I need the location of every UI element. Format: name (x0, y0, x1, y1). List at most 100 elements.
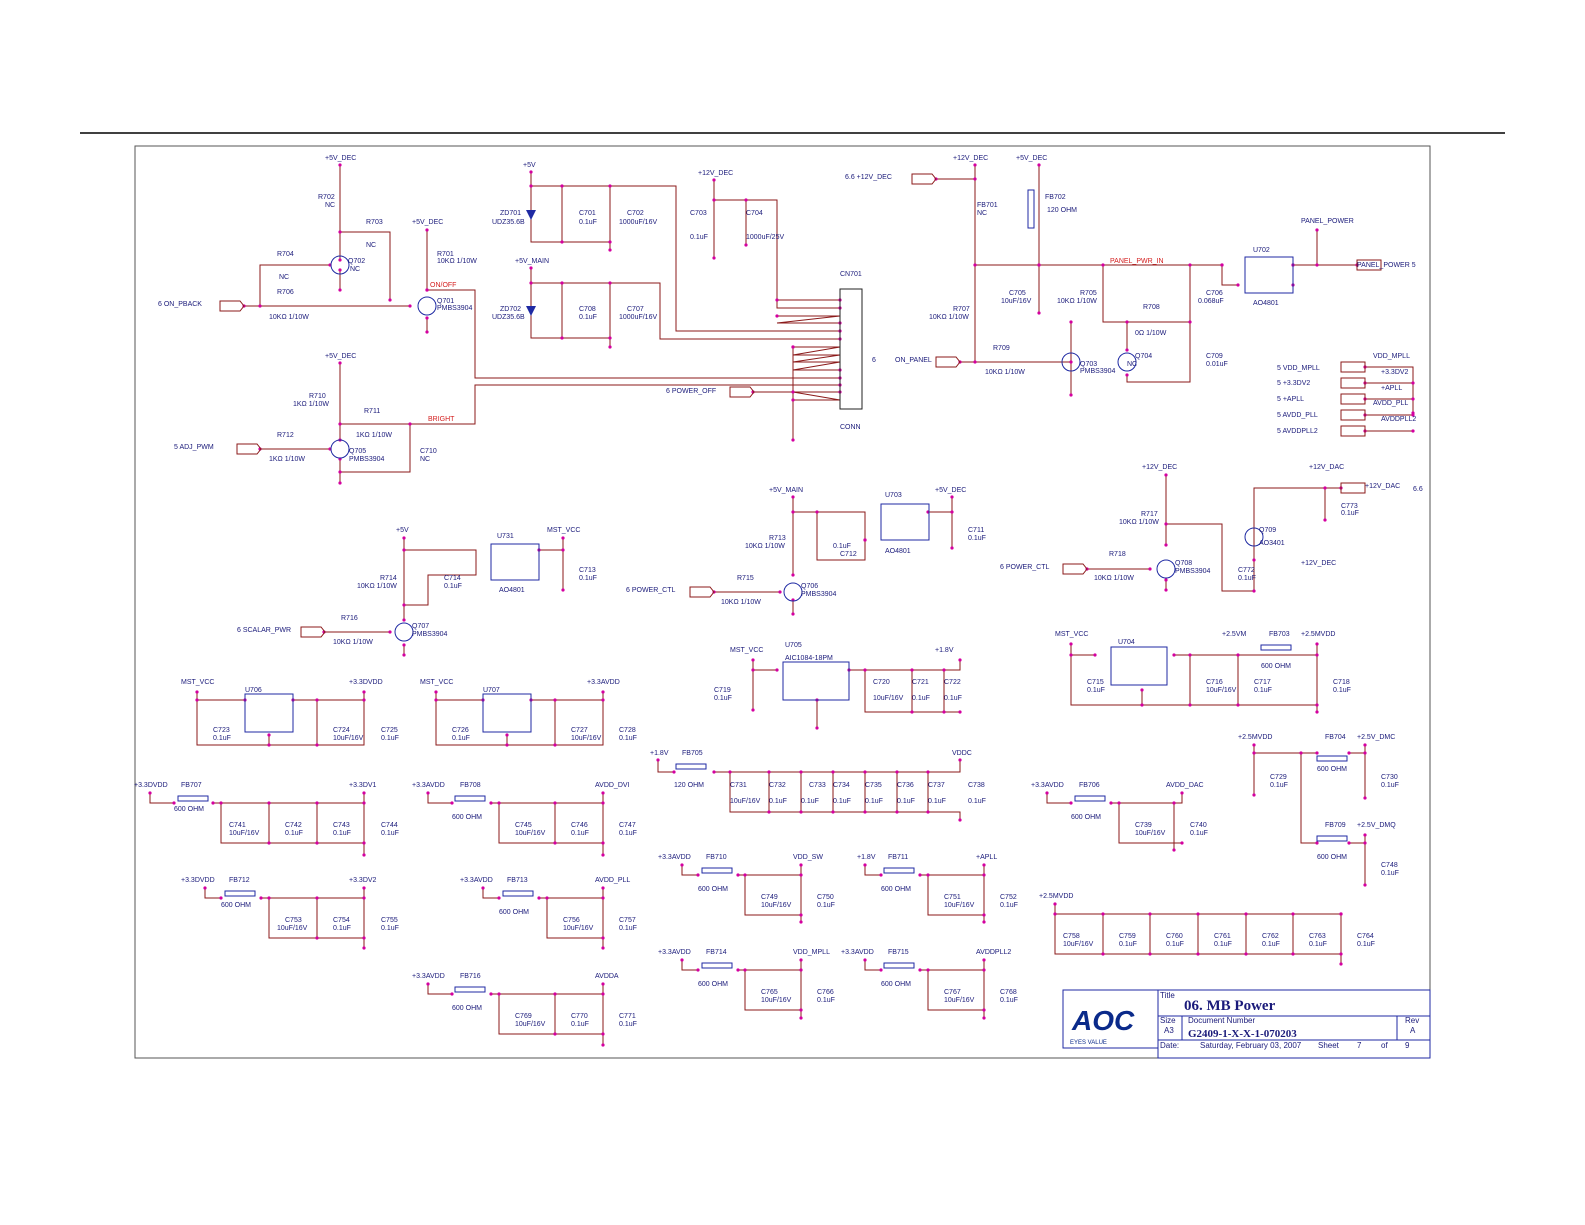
junction-dot (601, 841, 605, 845)
component-label: C741 (229, 822, 246, 829)
component-label: ON/OFF (430, 282, 456, 289)
net-label: 5 VDD_MPLL (1277, 365, 1320, 372)
component-label: 0.1uF (1357, 941, 1375, 948)
junction-dot (672, 770, 676, 774)
component-label: 10uF/16V (515, 830, 546, 837)
junction-dot (1164, 473, 1168, 477)
junction-dot (799, 958, 803, 962)
junction-dot (1252, 589, 1256, 593)
component-label: 0.1uF (817, 997, 835, 1004)
component-label: U706 (245, 687, 262, 694)
net-label: 5 AVDDPLL2 (1277, 428, 1318, 435)
junction-dot (402, 618, 406, 622)
junction-dot (450, 992, 454, 996)
component-label: 1000uF/16V (619, 314, 657, 321)
junction-dot (696, 968, 700, 972)
junction-dot (958, 758, 962, 762)
junction-dot (529, 266, 533, 270)
junction-dot (791, 573, 795, 577)
junction-dot (958, 818, 962, 822)
net-label: 5 ADJ_PWM (174, 444, 214, 451)
junction-dot (751, 708, 755, 712)
component-label: FB705 (682, 750, 703, 757)
junction-dot (863, 770, 867, 774)
component-label: C750 (817, 894, 834, 901)
component-label: FB713 (507, 877, 528, 884)
component-label: 0.1uF (579, 575, 597, 582)
component-label: C724 (333, 727, 350, 734)
junction-dot (926, 968, 930, 972)
junction-dot (696, 873, 700, 877)
junction-dot (315, 841, 319, 845)
junction-dot (958, 710, 962, 714)
component-label: R704 (277, 251, 294, 258)
component-label: FB701 (977, 202, 998, 209)
junction-dot (219, 896, 223, 900)
component-label: UDZ35.6B (492, 314, 525, 321)
net-label: MST_VCC (420, 679, 453, 686)
sheet-number: 7 (1357, 1041, 1362, 1050)
component-label: PMBS3904 (349, 456, 385, 463)
component-label: C733 (809, 782, 826, 789)
component-label: C732 (769, 782, 786, 789)
component-label: C702 (627, 210, 644, 217)
junction-dot (1291, 912, 1295, 916)
junction-dot (529, 184, 533, 188)
component-label: C719 (714, 687, 731, 694)
junction-dot (1315, 642, 1319, 646)
junction-dot (1411, 413, 1415, 417)
component-label: PMBS3904 (1080, 368, 1116, 375)
component-label: 10uF/16V (761, 902, 792, 909)
junction-dot (982, 1016, 986, 1020)
net-label: +5V (396, 527, 409, 534)
component-label: 0.1uF (714, 695, 732, 702)
net-label: 6 POWER_CTL (1000, 564, 1050, 571)
sheet-label: Sheet (1318, 1041, 1340, 1050)
component-label: C703 (690, 210, 707, 217)
junction-dot (1347, 751, 1351, 755)
junction-dot (553, 1032, 557, 1036)
junction-dot (362, 853, 366, 857)
net-label: +5V_DEC (935, 487, 966, 494)
component-label: NC (420, 456, 430, 463)
junction-dot (203, 886, 207, 890)
junction-dot (267, 743, 271, 747)
net-label: AVDD_DVI (595, 782, 630, 789)
junction-dot (1101, 263, 1105, 267)
junction-dot (537, 896, 541, 900)
junction-dot (982, 913, 986, 917)
component-label: 10uF/16V (1001, 298, 1032, 305)
junction-dot (1125, 320, 1129, 324)
junction-dot (1220, 263, 1224, 267)
junction-dot (338, 470, 342, 474)
component-label: C748 (1381, 862, 1398, 869)
ic-u731 (490, 543, 540, 581)
junction-dot (362, 886, 366, 890)
junction-dot (1363, 841, 1367, 845)
component-label: C717 (1254, 679, 1271, 686)
junction-dot (736, 968, 740, 972)
junction-dot (1315, 710, 1319, 714)
component-label: 6 (872, 357, 876, 364)
component-label: 600 OHM (174, 806, 204, 813)
net-label: +2.5V_DMC (1357, 734, 1395, 741)
component-label: FB707 (181, 782, 202, 789)
junction-dot (926, 873, 930, 877)
component-label: 10KΩ 1/10W (1094, 575, 1134, 582)
net-label: 5 AVDD_PLL (1277, 412, 1318, 419)
junction-dot (950, 546, 954, 550)
component-label: 600 OHM (499, 909, 529, 916)
component-label: CN701 (840, 271, 862, 278)
component-label: 0.1uF (1000, 997, 1018, 1004)
junction-dot (712, 256, 716, 260)
component-label: PMBS3904 (1175, 568, 1211, 575)
junction-dot (1037, 163, 1041, 167)
junction-dot (601, 1032, 605, 1036)
junction-dot (601, 791, 605, 795)
junction-dot (553, 841, 557, 845)
component-label: AO4801 (885, 548, 911, 555)
component-label: 10uF/16V (730, 798, 761, 805)
junction-dot (402, 643, 406, 647)
component-label: BRIGHT (428, 416, 455, 423)
component-label: C771 (619, 1013, 636, 1020)
